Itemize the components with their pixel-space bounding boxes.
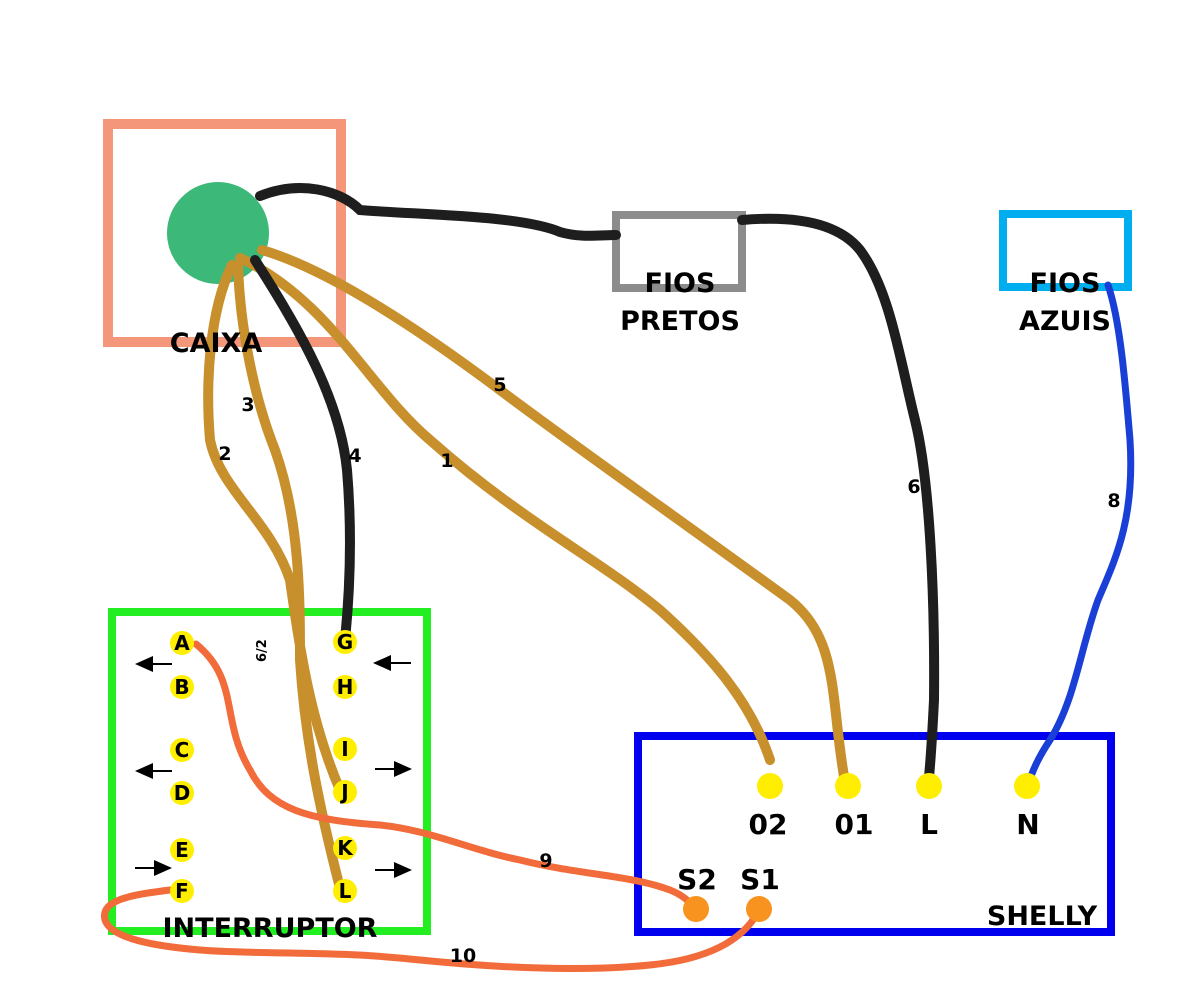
fios-azuis-label-2: AZUIS xyxy=(1019,306,1111,337)
svg-text:C: C xyxy=(175,738,190,762)
wire-label-9: 9 xyxy=(539,850,552,872)
terminal-l-label: L xyxy=(920,808,938,841)
wire-3 xyxy=(233,260,345,893)
terminal-n-dot xyxy=(1014,773,1040,799)
pin-e: E xyxy=(170,838,194,862)
wire-label-8: 8 xyxy=(1107,490,1120,512)
terminal-02-label: 02 xyxy=(749,808,788,841)
pin-d: D xyxy=(170,781,194,805)
pin-c: C xyxy=(170,738,194,762)
pin-g: G xyxy=(333,630,357,654)
fios-pretos-box xyxy=(612,211,746,292)
svg-text:L: L xyxy=(339,879,352,903)
wire-5 xyxy=(257,245,850,787)
fios-azuis-box xyxy=(999,210,1132,291)
terminal-n-label: N xyxy=(1016,808,1039,841)
pin-l: L xyxy=(333,879,357,903)
wire-8 xyxy=(1024,281,1135,790)
svg-text:I: I xyxy=(341,737,348,761)
shelly-box xyxy=(634,732,1115,936)
wire-label-1: 1 xyxy=(440,450,453,472)
fios-pretos-label-1: FIOS xyxy=(645,268,716,299)
svg-text:B: B xyxy=(174,675,189,699)
pin-f: F xyxy=(170,879,194,903)
svg-text:D: D xyxy=(174,781,191,805)
wire-label-2: 2 xyxy=(218,443,231,465)
wire-label-6: 6 xyxy=(907,476,920,498)
pin-a: A xyxy=(170,631,194,655)
terminal-s1-dot xyxy=(746,896,772,922)
wire-label-10: 10 xyxy=(450,945,476,967)
wire-label-3: 3 xyxy=(241,394,254,416)
terminal-l-dot xyxy=(916,773,942,799)
fios-azuis-label-1: FIOS xyxy=(1030,268,1101,299)
svg-text:K: K xyxy=(337,836,354,860)
caixa-box xyxy=(103,119,346,347)
wire-10 xyxy=(101,886,762,973)
wire-label-5: 5 xyxy=(493,374,506,396)
caixa-label: CAIXA xyxy=(170,328,263,359)
shelly-label: SHELLY xyxy=(987,901,1098,932)
svg-text:F: F xyxy=(175,879,189,903)
terminal-s1-label: S1 xyxy=(740,863,780,896)
wire-label-4: 4 xyxy=(348,445,361,467)
wire-4 xyxy=(250,255,355,645)
terminal-01-dot xyxy=(835,773,861,799)
fios-pretos-label-2: PRETOS xyxy=(620,306,740,337)
wire-2 xyxy=(203,260,345,795)
interruptor-box xyxy=(108,608,431,935)
svg-text:G: G xyxy=(337,630,353,654)
pin-h: H xyxy=(333,675,357,699)
svg-text:E: E xyxy=(175,838,189,862)
pin-i: I xyxy=(333,737,357,761)
terminal-01-label: 01 xyxy=(835,808,874,841)
wire-6 xyxy=(737,213,940,791)
wire-1 xyxy=(235,253,775,765)
terminal-02-dot xyxy=(757,773,783,799)
svg-text:J: J xyxy=(339,780,348,804)
terminal-s2-dot xyxy=(683,896,709,922)
wire-9 xyxy=(192,640,700,913)
wire-top-black xyxy=(255,183,621,241)
interruptor-label: INTERRUPTOR xyxy=(163,913,378,944)
terminal-s2-label: S2 xyxy=(677,863,717,896)
pin-b: B xyxy=(170,675,194,699)
interruptor-note: 6/2 xyxy=(255,639,270,662)
pin-k: K xyxy=(333,836,357,860)
pin-j: J xyxy=(333,780,357,804)
svg-text:H: H xyxy=(337,675,354,699)
svg-text:A: A xyxy=(174,631,190,655)
